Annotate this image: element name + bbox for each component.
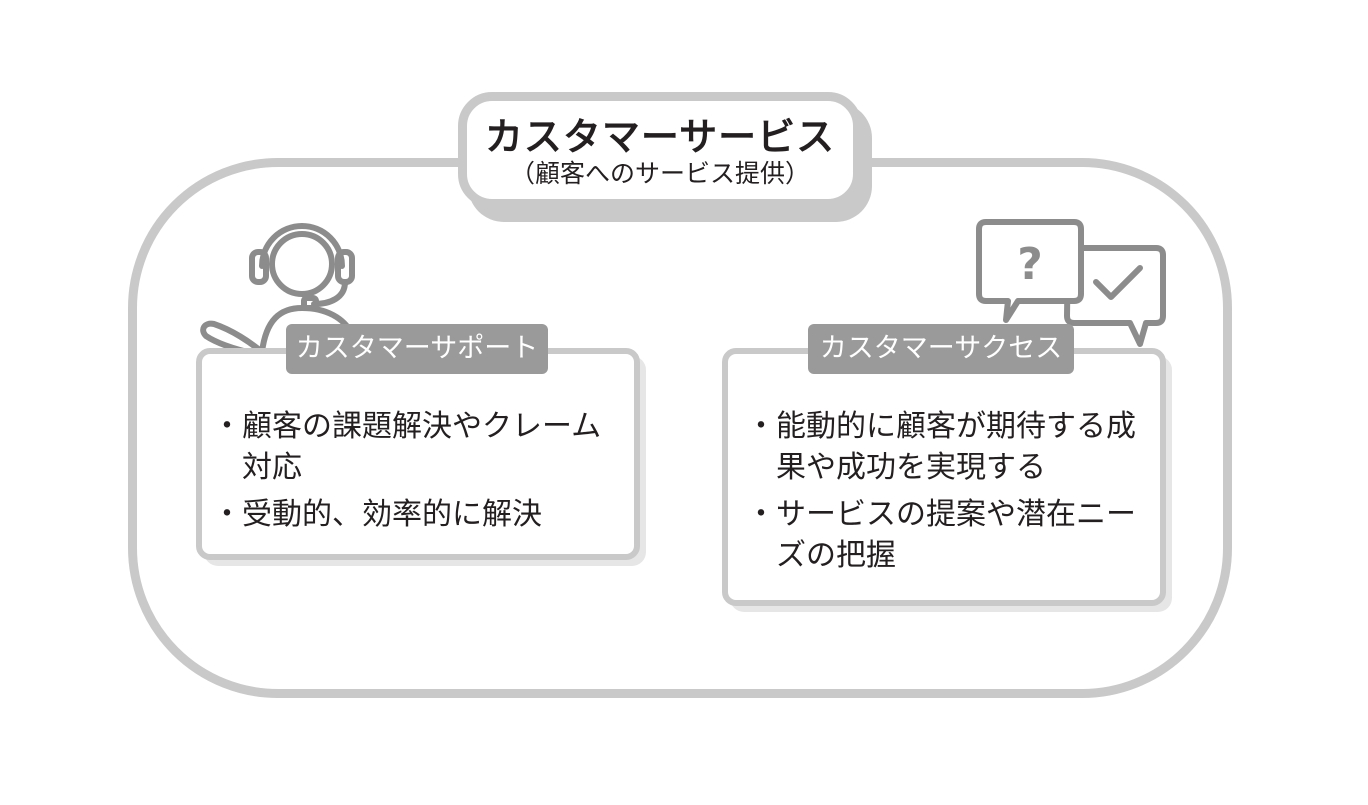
list-item: 能動的に顧客が期待する成果や成功を実現する xyxy=(746,406,1148,488)
support-label: カスタマーサポート xyxy=(286,324,548,374)
headset-person-icon xyxy=(200,223,355,357)
success-panel: 能動的に顧客が期待する成果や成功を実現する サービスの提案や潜在ニーズの把握 xyxy=(722,348,1166,606)
support-panel: 顧客の課題解決やクレーム対応 受動的、効率的に解決 xyxy=(196,348,640,560)
title-subtitle: （顧客へのサービス提供） xyxy=(509,159,810,188)
list-item: サービスの提案や潜在ニーズの把握 xyxy=(746,494,1148,576)
success-label: カスタマーサクセス xyxy=(808,324,1074,374)
list-item: 顧客の課題解決やクレーム対応 xyxy=(212,406,624,488)
chat-bubbles-question-check-icon: ? xyxy=(976,219,1166,347)
title-box: カスタマーサービス （顧客へのサービス提供） xyxy=(458,92,862,208)
question-mark: ? xyxy=(1017,239,1043,290)
support-item-list: 顧客の課題解決やクレーム対応 受動的、効率的に解決 xyxy=(212,406,624,541)
list-item: 受動的、効率的に解決 xyxy=(212,494,624,535)
success-item-list: 能動的に顧客が期待する成果や成功を実現する サービスの提案や潜在ニーズの把握 xyxy=(746,406,1148,582)
title-main: カスタマーサービス xyxy=(484,115,836,159)
